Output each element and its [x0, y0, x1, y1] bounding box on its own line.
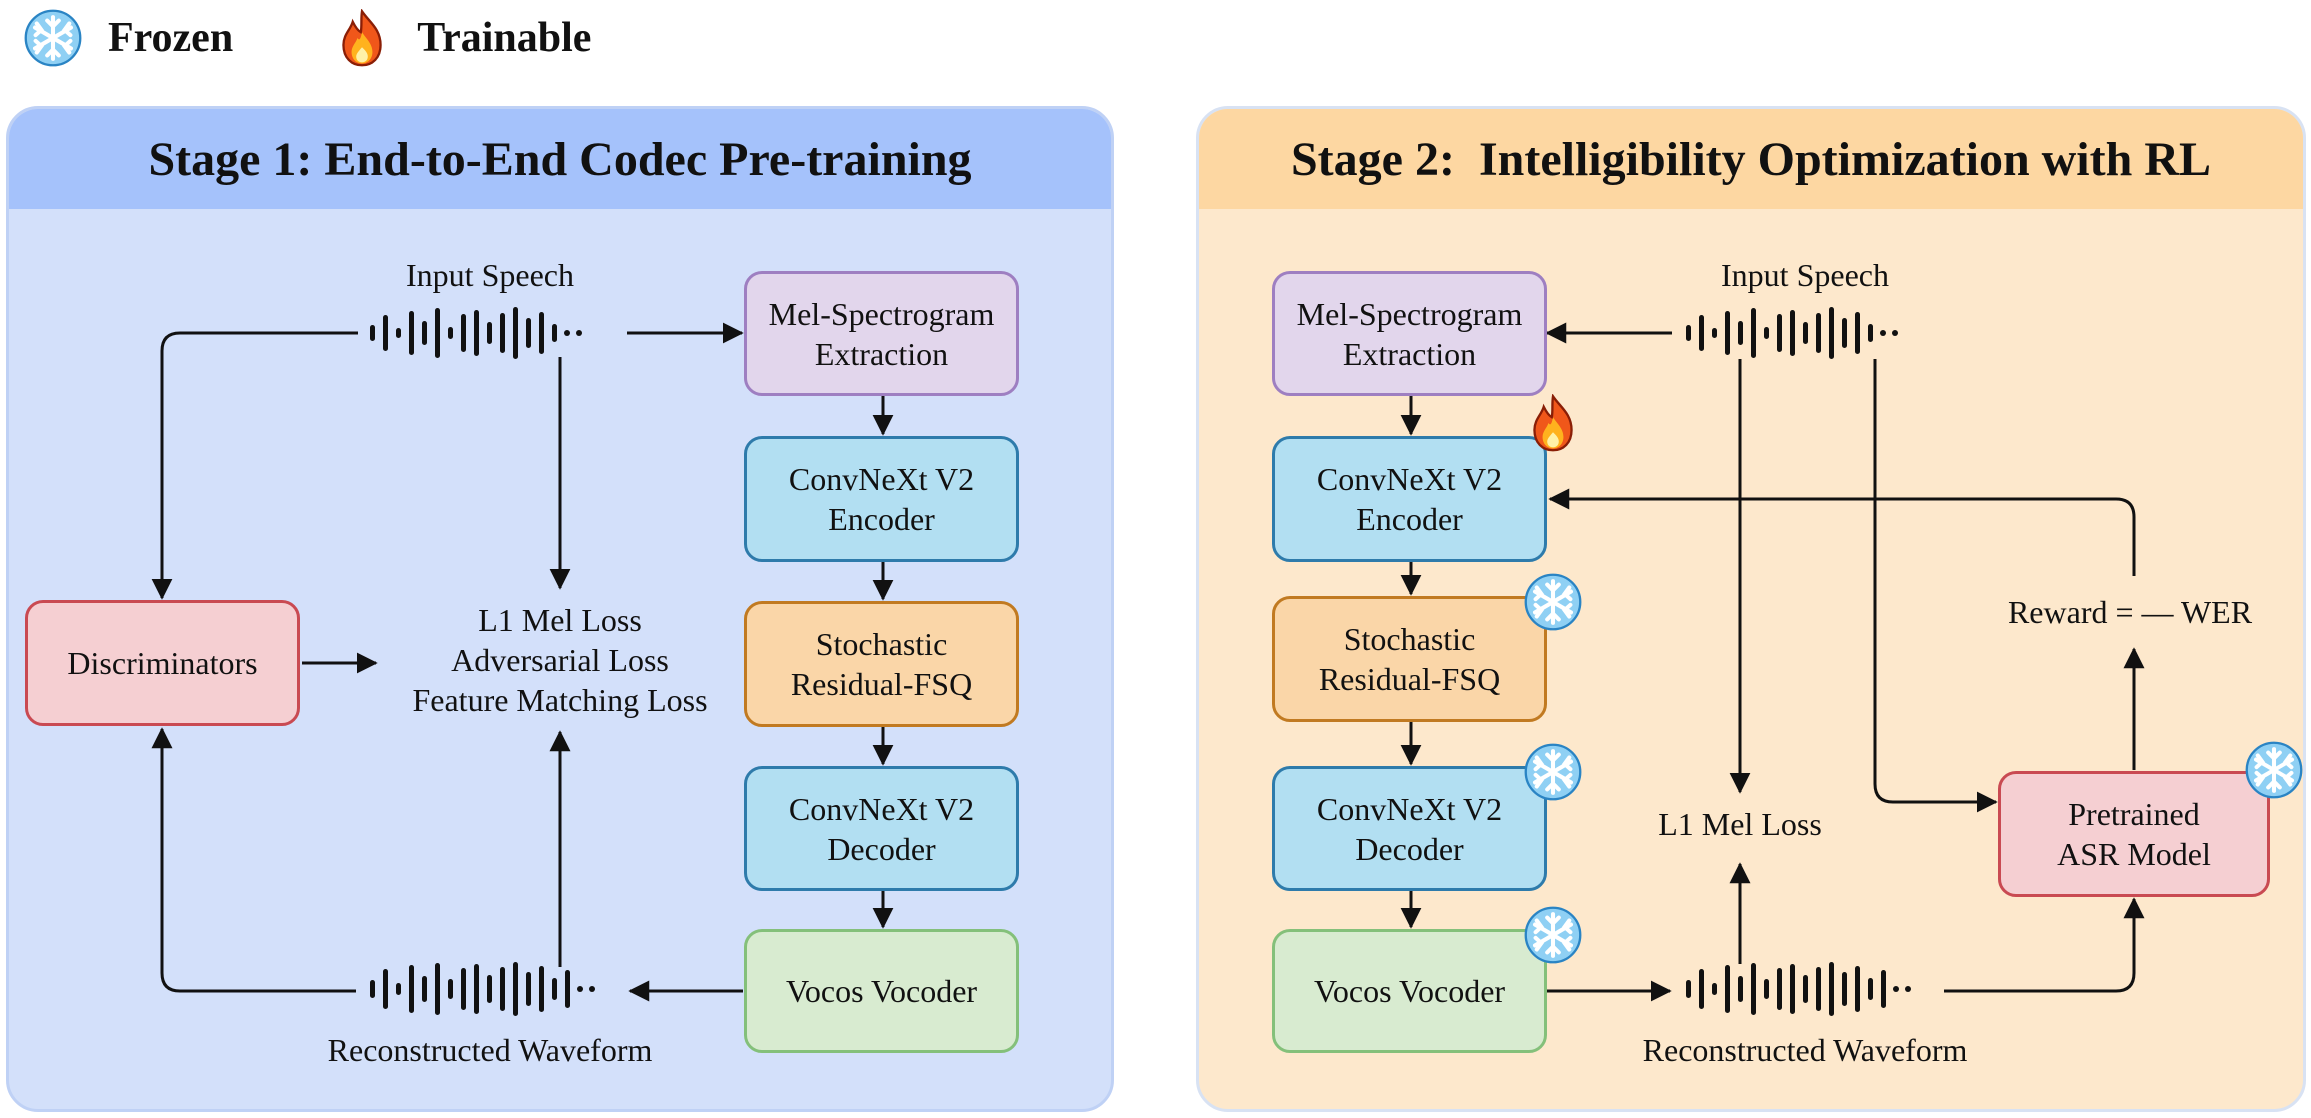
stage1-encoder: ConvNeXt V2 Encoder	[744, 436, 1019, 562]
stage2-input-speech-label: Input Speech	[1721, 257, 1889, 293]
legend: Frozen Trainable	[24, 6, 691, 70]
stage2-title: Stage 2: Intelligibility Optimization wi…	[1199, 109, 2303, 209]
legend-trainable: Trainable	[333, 9, 591, 67]
stage1-decoder: ConvNeXt V2 Decoder	[744, 766, 1019, 891]
stage1-title: Stage 1: End-to-End Codec Pre-training	[9, 109, 1111, 209]
stage2-mel-extraction: Mel-Spectrogram Extraction	[1272, 271, 1547, 396]
snowflake-icon	[1524, 743, 1582, 801]
stage2-asr-model: Pretrained ASR Model	[1998, 771, 2270, 897]
stage1-fsq: Stochastic Residual-FSQ	[744, 601, 1019, 727]
snowflake-icon	[1524, 906, 1582, 964]
stage1-discriminators: Discriminators	[25, 600, 300, 726]
snowflake-icon	[1524, 573, 1582, 631]
stage2-decoder: ConvNeXt V2 Decoder	[1272, 766, 1547, 891]
legend-frozen: Frozen	[24, 9, 233, 67]
legend-trainable-label: Trainable	[417, 15, 592, 61]
stage2-reward-label: Reward = — WER	[2007, 594, 2253, 630]
stage2-reconstructed-label: Reconstructed Waveform	[1642, 1032, 1968, 1068]
stage1-input-speech-label: Input Speech	[406, 257, 574, 293]
snowflake-icon	[24, 9, 82, 67]
fire-icon	[333, 9, 391, 67]
stage1-reconstructed-label: Reconstructed Waveform	[327, 1032, 653, 1068]
stage1-mel-extraction: Mel-Spectrogram Extraction	[744, 271, 1019, 396]
stage2-encoder: ConvNeXt V2 Encoder	[1272, 436, 1547, 562]
snowflake-icon	[2245, 741, 2303, 799]
stage2-fsq: Stochastic Residual-FSQ	[1272, 596, 1547, 722]
stage2-vocoder: Vocos Vocoder	[1272, 929, 1547, 1053]
legend-frozen-label: Frozen	[108, 15, 234, 61]
stage1-loss-list: L1 Mel Loss Adversarial Loss Feature Mat…	[412, 602, 708, 718]
stage1-vocoder: Vocos Vocoder	[744, 929, 1019, 1053]
stage2-l1-mel-loss: L1 Mel Loss	[1658, 806, 1822, 842]
fire-icon	[1524, 394, 1582, 452]
